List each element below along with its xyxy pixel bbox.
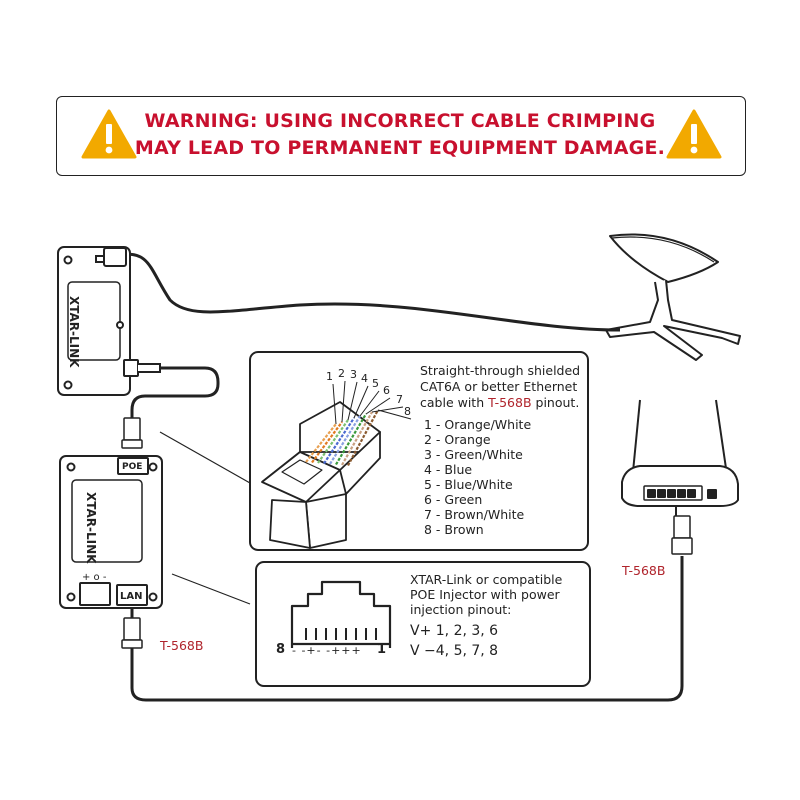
pinout-item: 5 - Blue/White (424, 477, 513, 492)
wire-8 (347, 409, 379, 467)
upper-patch-cable (130, 366, 220, 420)
jack-pin-1-label: 1 (377, 642, 387, 657)
pin-leader-lines (332, 380, 412, 425)
rj45-plug-icon (121, 417, 143, 449)
pin-leader-4 (353, 385, 369, 419)
poe-info-line-2: POE Injector with power (410, 587, 560, 602)
pinout-item: 3 - Green/White (424, 447, 523, 462)
wire-2 (311, 421, 343, 464)
pin-leader-1 (332, 383, 337, 425)
pinout-item: 4 - Blue (424, 462, 473, 477)
poe-port-label: POE (122, 462, 143, 472)
wire-7 (341, 411, 373, 466)
power-marks: + o - (82, 572, 107, 583)
poe-vplus: V+ 1, 2, 3, 6 (410, 623, 499, 639)
cable-info-prefix: cable with (420, 395, 489, 410)
pinout-item: 6 - Green (424, 492, 483, 507)
cable-info-line-2: CAT6A or better Ethernet (420, 379, 578, 394)
pin-number-3: 3 (350, 368, 357, 381)
router-cable (130, 556, 684, 702)
pinout-item: 2 - Orange (424, 432, 491, 447)
poe-injector-device (59, 455, 163, 609)
warning-banner (56, 96, 746, 176)
top-device-brand: XTAR-LINK (67, 296, 81, 368)
rj45-jack-illustration (290, 580, 392, 648)
cable-info-line-1: Straight-through shielded (420, 363, 581, 378)
pinout-item: 8 - Brown (424, 522, 484, 537)
pinout-item: 1 - Orange/White (424, 417, 532, 432)
jack-polarity-signs: - -+- -+++ (292, 644, 362, 657)
pin-number-6: 6 (383, 384, 390, 397)
dish-cable (119, 252, 621, 332)
pin-number-2: 2 (338, 367, 345, 380)
lan-port-label: LAN (120, 591, 143, 602)
router-icon (621, 399, 739, 516)
wire-6 (335, 413, 367, 466)
poe-vminus: V −4, 5, 7, 8 (410, 643, 499, 659)
jack-pin-8-label: 8 (276, 642, 286, 657)
poe-info-line-1: XTAR-Link or compatible (410, 572, 563, 587)
satellite-dish-icon (605, 233, 741, 361)
pin-number-5: 5 (372, 377, 379, 390)
router-standard-label: T-568B (622, 563, 666, 578)
leader-line (159, 431, 251, 484)
pin-leader-6 (365, 397, 391, 415)
leader-line (171, 573, 251, 605)
poe-info-box (255, 561, 591, 687)
pin-number-4: 4 (361, 372, 368, 385)
pin-leader-7 (371, 406, 404, 413)
pin-leader-3 (347, 381, 358, 421)
cable-info-suffix: pinout. (531, 395, 580, 410)
warning-triangle-icon (81, 109, 137, 159)
rj45-plug-icon (671, 515, 693, 555)
pin-number-7: 7 (396, 393, 403, 406)
bottom-device-brand: XTAR-LINK (84, 492, 98, 564)
top-xtar-device (57, 246, 161, 396)
pin-leader-5 (359, 390, 380, 417)
warning-line-1: WARNING: USING INCORRECT CABLE CRIMPING (144, 110, 656, 132)
wire-bundle (305, 409, 379, 467)
rj45-plug-illustration (261, 401, 381, 549)
cable-info-line-3: cable with T-568B pinout. (420, 395, 579, 410)
pin-number-8: 8 (404, 405, 411, 418)
warning-triangle-icon (666, 109, 722, 159)
pin-number-1: 1 (326, 370, 333, 383)
pinout-item: 7 - Brown/White (424, 507, 525, 522)
device-standard-label: T-568B (160, 638, 204, 653)
wire-4 (323, 417, 355, 465)
wire-1 (305, 423, 337, 463)
cable-standard: T-568B (488, 395, 532, 410)
poe-info-line-3: injection pinout: (410, 602, 512, 617)
pin-leader-8 (377, 409, 412, 420)
pin-leader-2 (341, 380, 346, 423)
wire-5 (329, 415, 361, 465)
pinout-list: 1 - Orange/White 2 - Orange 3 - Green/Wh… (424, 417, 531, 537)
jack-pins (305, 628, 377, 640)
warning-line-2: MAY LEAD TO PERMANENT EQUIPMENT DAMAGE. (134, 137, 666, 159)
rj45-plug-icon (121, 617, 143, 649)
